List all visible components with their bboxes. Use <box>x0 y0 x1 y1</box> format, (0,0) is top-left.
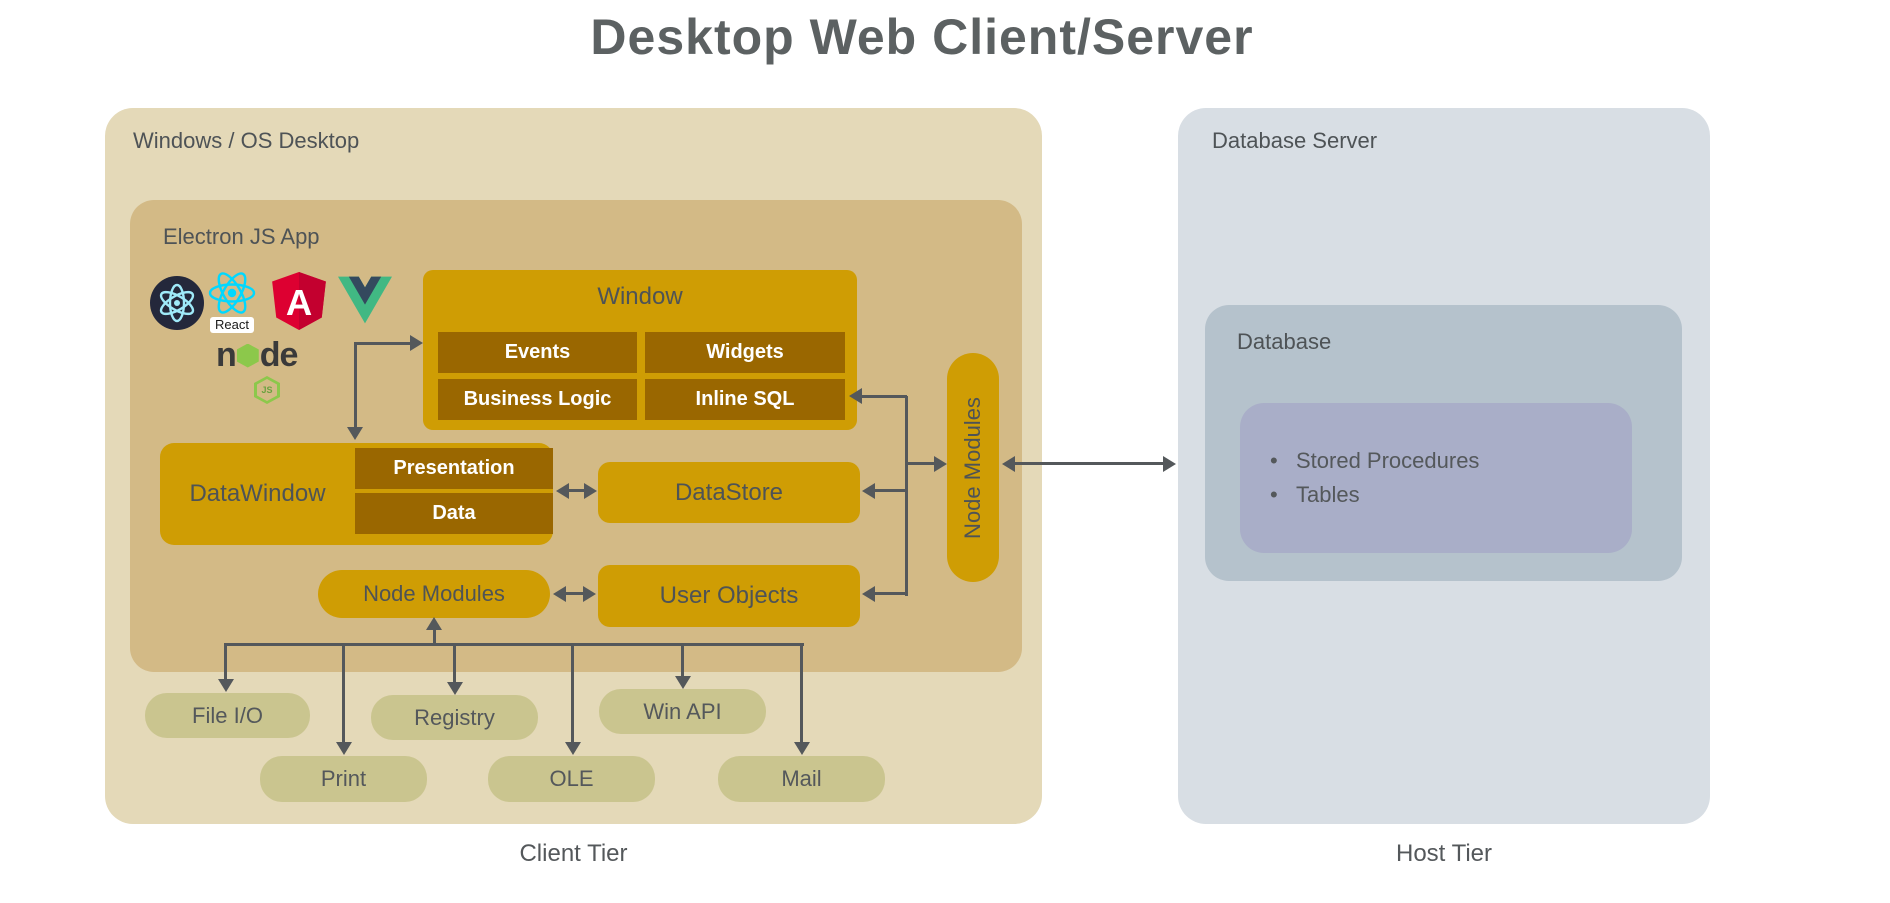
arrowhead-into-database-server <box>1163 456 1176 472</box>
client-tier-box: Windows / OS Desktop Electron JS App <box>105 108 1042 824</box>
arrowhead-into-win-api <box>675 676 691 689</box>
electron-icon <box>150 276 204 330</box>
react-icon: React <box>206 270 258 333</box>
print-pill: Print <box>260 756 427 802</box>
connector-drop-win-api <box>681 643 684 677</box>
window-label: Window <box>597 283 683 310</box>
host-tier-box: Database Server Database •Stored Procedu… <box>1178 108 1710 824</box>
arrowhead-into-presentation <box>347 427 363 440</box>
arrowhead-into-bridge <box>934 456 947 472</box>
electron-app-box: Electron JS App <box>130 200 1022 672</box>
widgets-cell: Widgets <box>645 332 845 373</box>
arrowhead-into-registry <box>447 682 463 695</box>
nodejs-hexagon <box>236 343 259 368</box>
connector-trunk-inline-sql <box>860 395 907 398</box>
ole-pill: OLE <box>488 756 655 802</box>
connector-datawindow-datastore <box>567 489 587 492</box>
nodejs-js-badge: JS <box>254 376 280 404</box>
react-icon-label: React <box>210 317 254 333</box>
tables-item: •Tables <box>1270 482 1360 507</box>
connector-os-bus <box>224 643 804 646</box>
arrowhead-into-user-objects <box>583 586 596 602</box>
datawindow-box: DataWindow Presentation Data <box>160 443 553 545</box>
node-modules-bridge: Node Modules <box>947 353 999 582</box>
database-detail-box: •Stored Procedures •Tables <box>1240 403 1632 553</box>
arrowhead-into-ole <box>565 742 581 755</box>
arrowhead-into-datawindow <box>556 483 569 499</box>
datastore-box: DataStore <box>598 462 860 523</box>
connector-drop-ole <box>571 643 574 744</box>
client-tier-caption: Client Tier <box>519 840 628 867</box>
arrowhead-into-datastore <box>584 483 597 499</box>
database-box: Database •Stored Procedures •Tables <box>1205 305 1682 581</box>
arrowhead-into-bridge-right <box>1002 456 1015 472</box>
connector-drop-print <box>342 643 345 744</box>
arrowhead-trunk-into-user-objects <box>862 586 875 602</box>
node-modules-pill: Node Modules <box>318 570 550 618</box>
connector-drop-registry <box>453 643 456 685</box>
connector-window-datawindow-h <box>356 342 411 345</box>
arrowhead-into-file-io <box>218 679 234 692</box>
mail-pill: Mail <box>718 756 885 802</box>
arrowhead-into-mail <box>794 742 810 755</box>
events-cell: Events <box>438 332 637 373</box>
business-logic-cell: Business Logic <box>438 379 637 420</box>
data-cell: Data <box>355 493 553 534</box>
arrowhead-into-inline-sql <box>849 388 862 404</box>
arrowhead-into-window <box>410 335 423 351</box>
inline-sql-cell: Inline SQL <box>645 379 845 420</box>
registry-pill: Registry <box>371 695 538 740</box>
electron-app-label: Electron JS App <box>163 224 320 249</box>
host-tier-caption: Host Tier <box>1395 840 1493 867</box>
connector-trunk-user-objects <box>873 592 907 595</box>
database-label: Database <box>1237 329 1332 354</box>
connector-drop-file-io <box>224 643 227 681</box>
connector-bridge-database <box>1014 462 1166 465</box>
arrowhead-into-node-modules-pill <box>553 586 566 602</box>
angular-letter: A <box>286 282 312 323</box>
stored-procedures-item: •Stored Procedures <box>1270 448 1480 473</box>
angular-icon: A <box>272 272 326 330</box>
connector-trunk-bridge <box>908 462 938 465</box>
arrowhead-into-print <box>336 742 352 755</box>
client-tier-zone-label: Windows / OS Desktop <box>133 128 360 153</box>
datawindow-label: DataWindow <box>189 480 326 507</box>
presentation-cell: Presentation <box>355 448 553 489</box>
connector-nodemodules-userobjects <box>564 592 586 595</box>
connector-window-datawindow-v <box>354 342 357 428</box>
window-box: Window Events Widgets Business Logic Inl… <box>423 270 857 430</box>
database-server-label: Database Server <box>1212 128 1378 153</box>
arrowhead-trunk-into-datastore <box>862 483 875 499</box>
diagram-title: Desktop Web Client/Server <box>590 9 1254 65</box>
connector-trunk-vertical <box>905 396 908 596</box>
connector-bus-up <box>433 629 436 643</box>
win-api-pill: Win API <box>599 689 766 734</box>
connector-drop-mail <box>800 643 803 744</box>
arrowhead-into-node-modules-bottom <box>426 617 442 630</box>
node-modules-bridge-label: Node Modules <box>960 396 985 539</box>
connector-trunk-datastore <box>873 489 907 492</box>
user-objects-box: User Objects <box>598 565 860 627</box>
vue-icon <box>337 276 392 324</box>
file-io-pill: File I/O <box>145 693 310 738</box>
